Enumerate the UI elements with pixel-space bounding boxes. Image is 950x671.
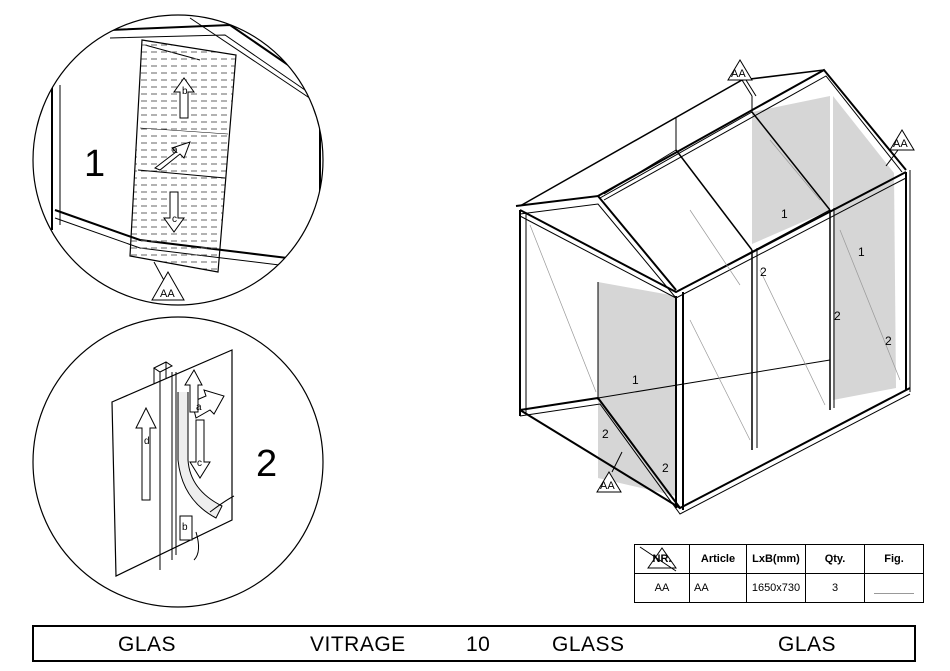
- cell-article: AA: [689, 573, 747, 603]
- footer-label-nl: GLAS: [118, 633, 177, 656]
- cell-size: 1650x730: [746, 573, 806, 603]
- ref-triangle: [151, 270, 185, 301]
- panel-label: 2: [834, 309, 841, 323]
- arrow-c-label: c: [172, 214, 177, 225]
- table-row: AA AA 1650x730 3: [634, 573, 924, 603]
- cell-fig: [864, 573, 924, 603]
- arrow-a-label-2: a: [196, 402, 202, 413]
- arrow-b-label: b: [182, 86, 188, 97]
- panel-label: 2: [602, 427, 609, 441]
- panel-label: 2: [760, 265, 767, 279]
- footer-label-en: GLASS: [552, 633, 625, 656]
- callout-aa-top: AA: [731, 68, 746, 80]
- header-fig: Fig.: [864, 544, 924, 574]
- header-size: LxB(mm): [746, 544, 806, 574]
- header-nr: NR.: [634, 544, 690, 574]
- panel-label: 1: [781, 207, 788, 221]
- header-qty: Qty.: [805, 544, 865, 574]
- arrow-a-label: a: [172, 145, 178, 156]
- panel-label: 1: [632, 373, 639, 387]
- detail-circle-1: b a c 1 AA: [32, 14, 324, 306]
- greenhouse-overview: [515, 68, 911, 515]
- ref-label-aa: AA: [160, 288, 175, 300]
- cell-qty: 3: [805, 573, 865, 603]
- parts-table-header: NR. Article LxB(mm) Qty. Fig.: [634, 544, 924, 574]
- footer-bar: GLAS VITRAGE 10 GLASS GLAS: [32, 625, 916, 662]
- arrow-b-label-2: b: [182, 522, 188, 533]
- arrow-d-label-2: d: [144, 436, 150, 447]
- callout-aa-right: AA: [893, 138, 908, 150]
- footer-label-de: GLAS: [778, 633, 837, 656]
- arrow-c-label-2: c: [197, 458, 202, 469]
- footer-label-fr: VITRAGE: [310, 633, 406, 656]
- panel-label: 1: [858, 245, 865, 259]
- panel-label: 2: [885, 334, 892, 348]
- step-number-1: 1: [84, 143, 105, 185]
- callout-aa-bottom: AA: [600, 480, 615, 492]
- footer-step-number: 10: [466, 633, 491, 656]
- panel-numbers: 1 1 1 2 2 2 2 2: [602, 207, 892, 475]
- fig-placeholder: [874, 583, 914, 594]
- detail-circle-2: a b c d 2: [32, 316, 324, 608]
- header-article: Article: [689, 544, 747, 574]
- step-number-2: 2: [256, 443, 277, 485]
- cell-nr: AA: [634, 573, 690, 603]
- overview-callouts: AA AA AA: [596, 59, 915, 493]
- panel-label: 2: [662, 461, 669, 475]
- parts-table: NR. Article LxB(mm) Qty. Fig. AA AA 1650…: [634, 544, 924, 603]
